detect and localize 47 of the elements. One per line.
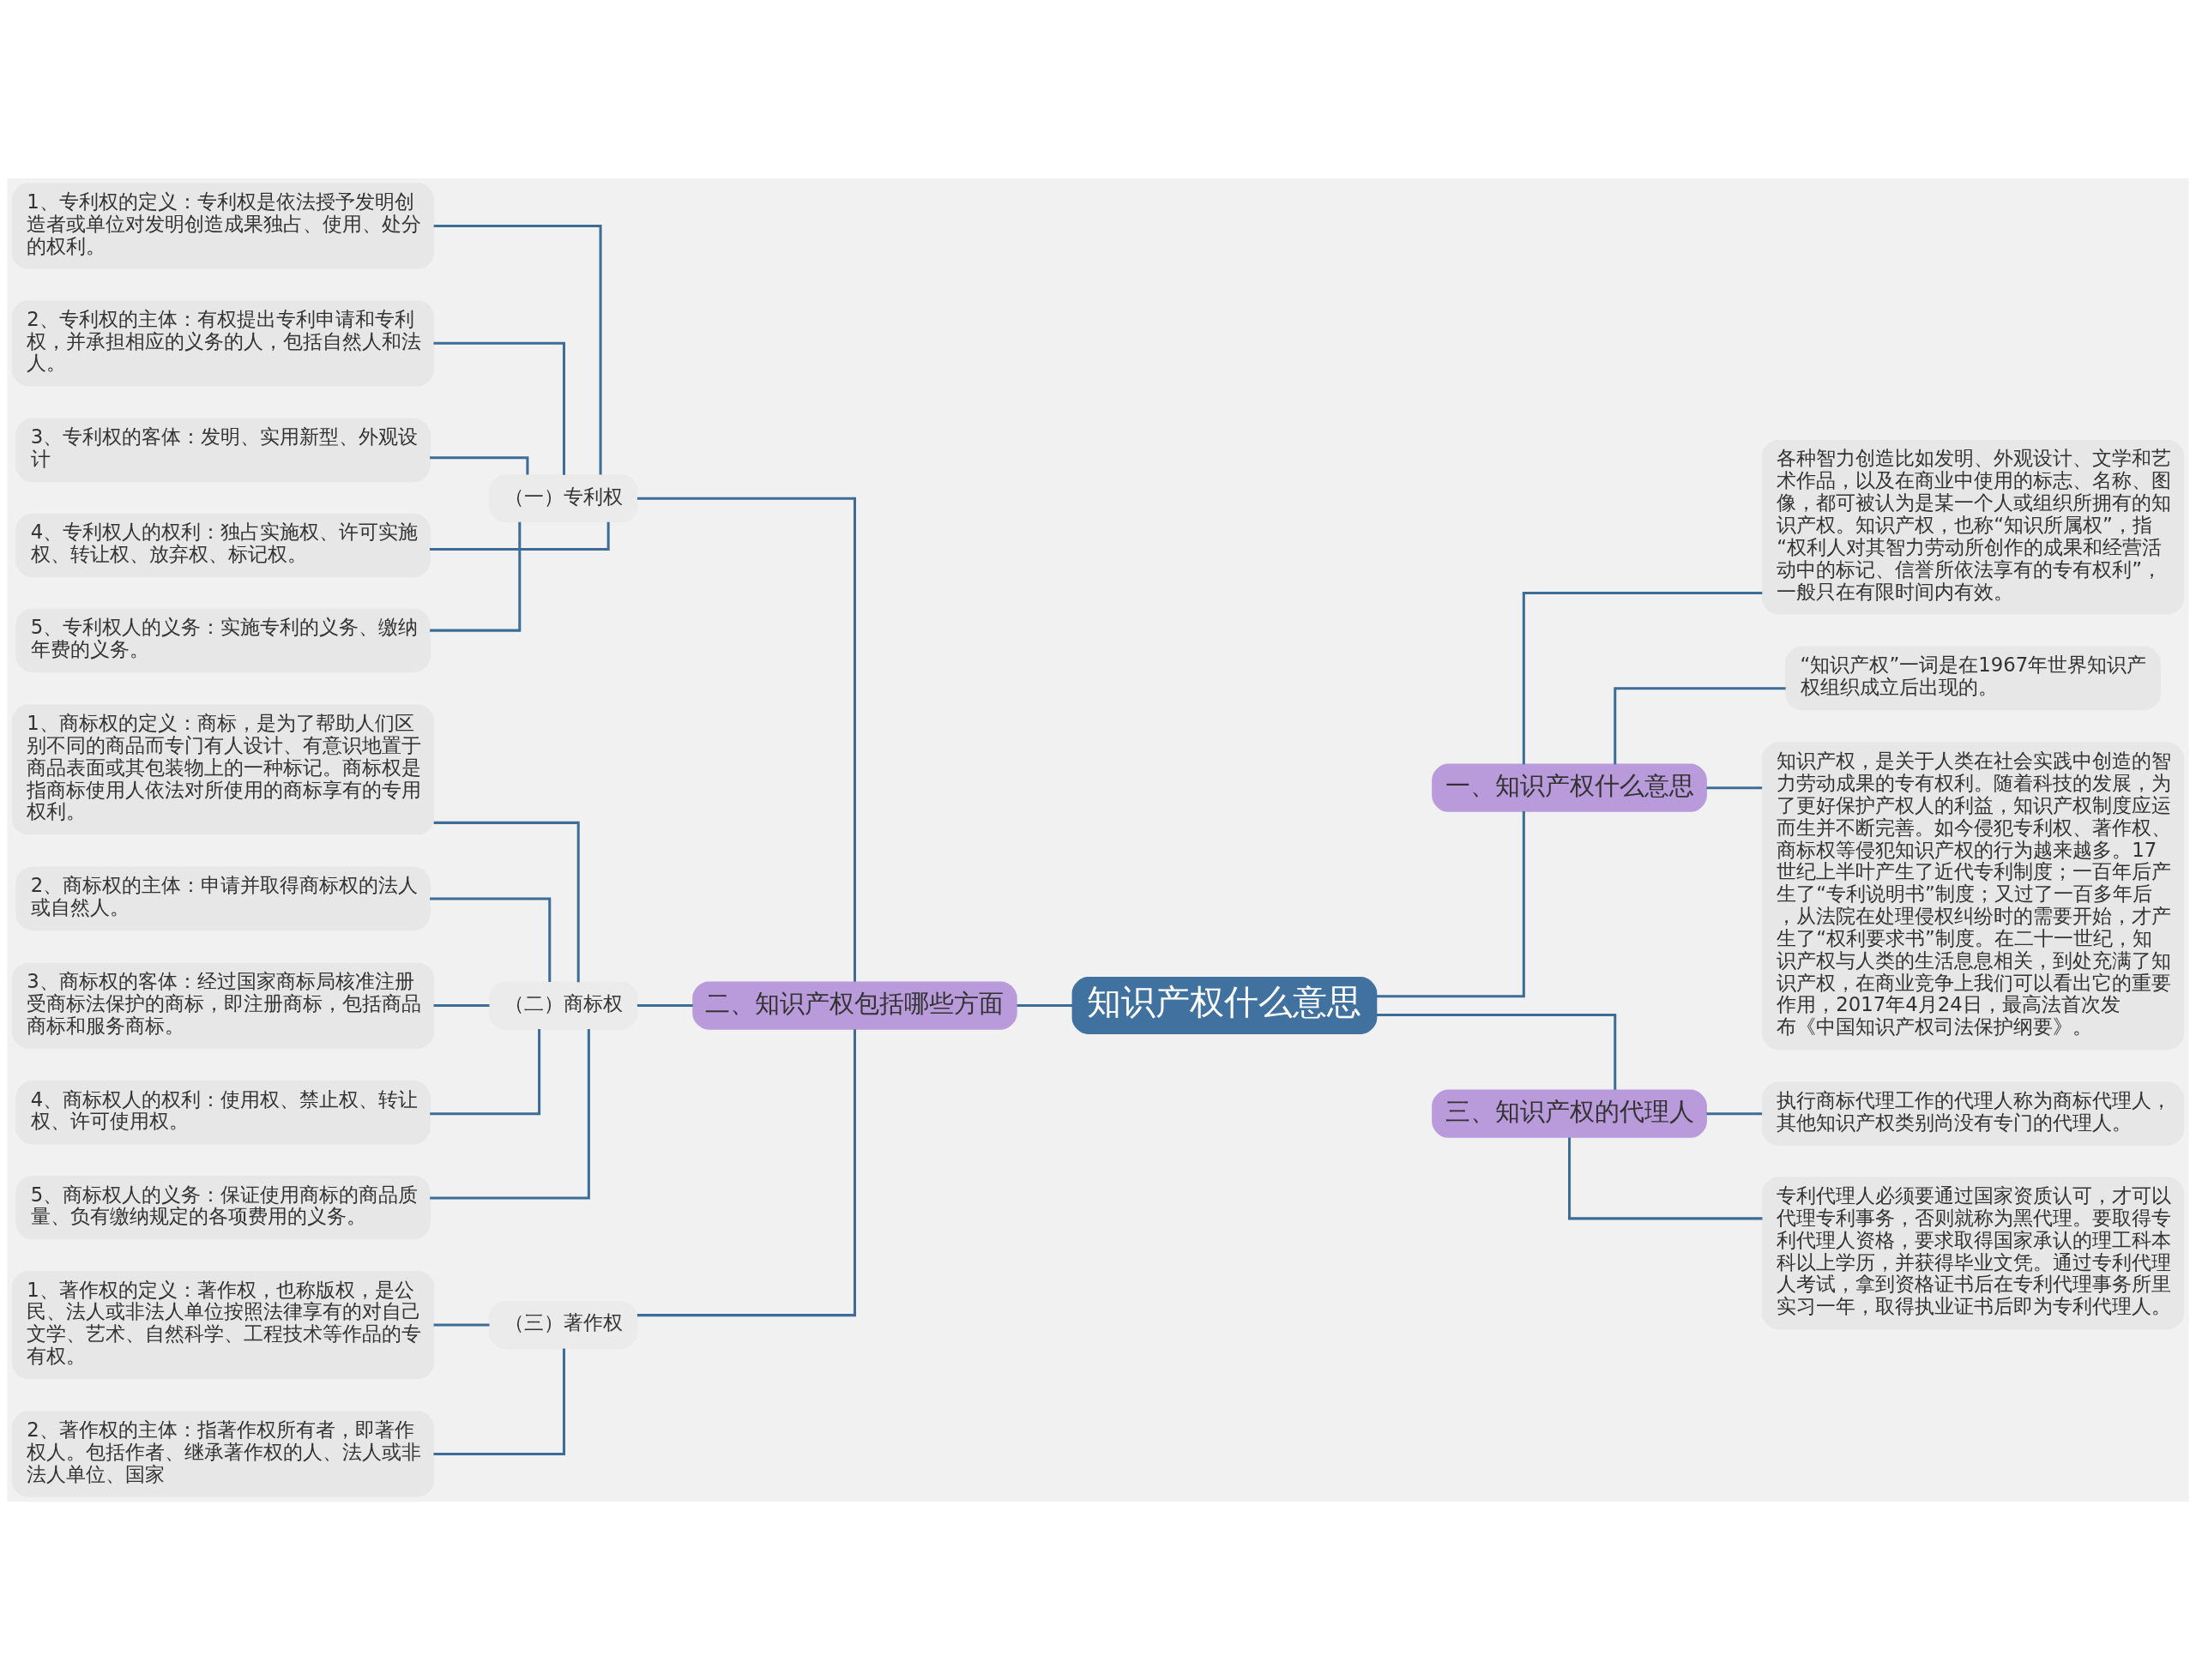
node-box: 知识产权，是关于人类在社会实践中创造的智力劳动成果的专有权利。随着科技的发展，为了更好保护产权人的利益，知识产权制度应运而生并不断完善。如今侵犯专利权、著作权、商标权等侵犯知识产权的行为越来越多。17世纪上半叶产生了近代专利制度；一百年后产生了“专利说明书”制度；又过了一百多年后，从法院在处理侵权纠纷时的需要开始，才产生了“权利要求书”制度。在二十一世纪，知识产权与人类的生活息息相关，到处充满了知识产权，在商业竞争上我们可以看出它的重要作用，2017年4月24日，最高法首次发布《中国知识产权司法保护纲要》。 xyxy=(1761,742,2185,1051)
node-box: 知识产权什么意思 xyxy=(1071,977,1378,1034)
connector xyxy=(1706,786,1763,790)
connector xyxy=(1568,1137,1763,1220)
connector xyxy=(1706,1112,1763,1116)
node-box: 3、专利权的客体：发明、实用新型、外观设计 xyxy=(15,418,431,483)
connector xyxy=(1376,811,1525,998)
node-box: 三、知识产权的代理人 xyxy=(1432,1089,1707,1138)
connector xyxy=(433,1004,490,1008)
connector xyxy=(430,521,610,551)
node-box: 二、知识产权包括哪些方面 xyxy=(692,981,1017,1030)
connector xyxy=(430,521,522,632)
node-box: 1、商标权的定义：商标，是为了帮助人们区别不同的商品而专门有人设计、有意识地置于商品表面或其包装物上的一种标记。商标权是指商标使用人依法对所使用的商标享有的专用权利。 xyxy=(11,704,435,835)
connector xyxy=(430,456,529,475)
node-box: 2、商标权的主体：申请并取得商标权的法人或自然人。 xyxy=(15,866,431,931)
connector xyxy=(1614,687,1786,765)
node-box: 5、专利权人的义务：实施专利的义务、缴纳年费的义务。 xyxy=(15,608,431,673)
connector xyxy=(433,1323,490,1327)
connector xyxy=(636,497,856,982)
node-box: 2、专利权的主体：有权提出专利申请和专利权，并承担相应的义务的人，包括自然人和法人。 xyxy=(11,300,435,387)
connector xyxy=(430,1028,541,1116)
node-box: （二）商标权 xyxy=(489,981,638,1030)
node-box: 3、商标权的客体：经过国家商标局核准注册受商标法保护的商标，即注册商标，包括商品商标和服务商标。 xyxy=(11,962,435,1049)
node-box: 1、著作权的定义：著作权，也称版权，是公民、法人或非法人单位按照法律享有的对自己文学、艺术、自然科学、工程技术等作品的专有权。 xyxy=(11,1270,435,1380)
node-box: 各种智力创造比如发明、外观设计、文学和艺术作品，以及在商业中使用的标志、名称、图像，都可被认为是某一个人或组织所拥有的知识产权。知识产权，也称“知识所属权”，指“权利人对其智力劳动所创作的成果和经营活动中的标记、信誉所依法享有的专有权利”，一般只在有限时间内有效。 xyxy=(1761,439,2185,615)
node-box: 执行商标代理工作的代理人称为商标代理人，其他知识产权类别尚没有专门的代理人。 xyxy=(1761,1081,2185,1146)
node-box: “知识产权”一词是在1967年世界知识产权组织成立后出现的。 xyxy=(1785,646,2161,711)
connector xyxy=(636,1004,693,1008)
connector xyxy=(433,341,565,475)
node-box: （三）著作权 xyxy=(489,1300,638,1350)
connector xyxy=(433,1348,565,1456)
node-box: 1、专利权的定义：专利权是依法授予发明创造者或单位对发明创造成果独占、使用、处分的权利。 xyxy=(11,183,435,269)
node-box: 专利代理人必须要通过国家资质认可，才可以代理专利事务，否则就称为黑代理。要取得专利代理人资格，要求取得国家承认的理工科本科以上学历，并获得毕业文凭。通过专利代理人考试，拿到资格证书后在专利代理事务所里实习一年，取得执业证书后即为专利代理人。 xyxy=(1761,1177,2185,1330)
connector xyxy=(1376,1013,1617,1090)
connector xyxy=(1017,1004,1073,1008)
connector xyxy=(636,1029,856,1317)
node-box: 4、专利权人的权利：独占实施权、许可实施权、转让权、放弃权、标记权。 xyxy=(15,513,431,578)
node-box: 一、知识产权什么意思 xyxy=(1432,763,1707,812)
connector xyxy=(433,821,580,983)
node-box: （一）专利权 xyxy=(489,474,638,523)
node-box: 2、著作权的主体：指著作权所有者，即著作权人。包括作者、继承著作权的人、法人或非法人单位、国家 xyxy=(11,1411,435,1497)
node-box: 5、商标权人的义务：保证使用商标的商品质量、负有缴纳规定的各项费用的义务。 xyxy=(15,1175,431,1240)
connector xyxy=(430,1029,590,1200)
connector xyxy=(430,897,552,982)
connector xyxy=(433,224,602,475)
node-box: 4、商标权人的权利：使用权、禁止权、转让权、许可使用权。 xyxy=(15,1081,431,1145)
connector xyxy=(1522,591,1763,765)
